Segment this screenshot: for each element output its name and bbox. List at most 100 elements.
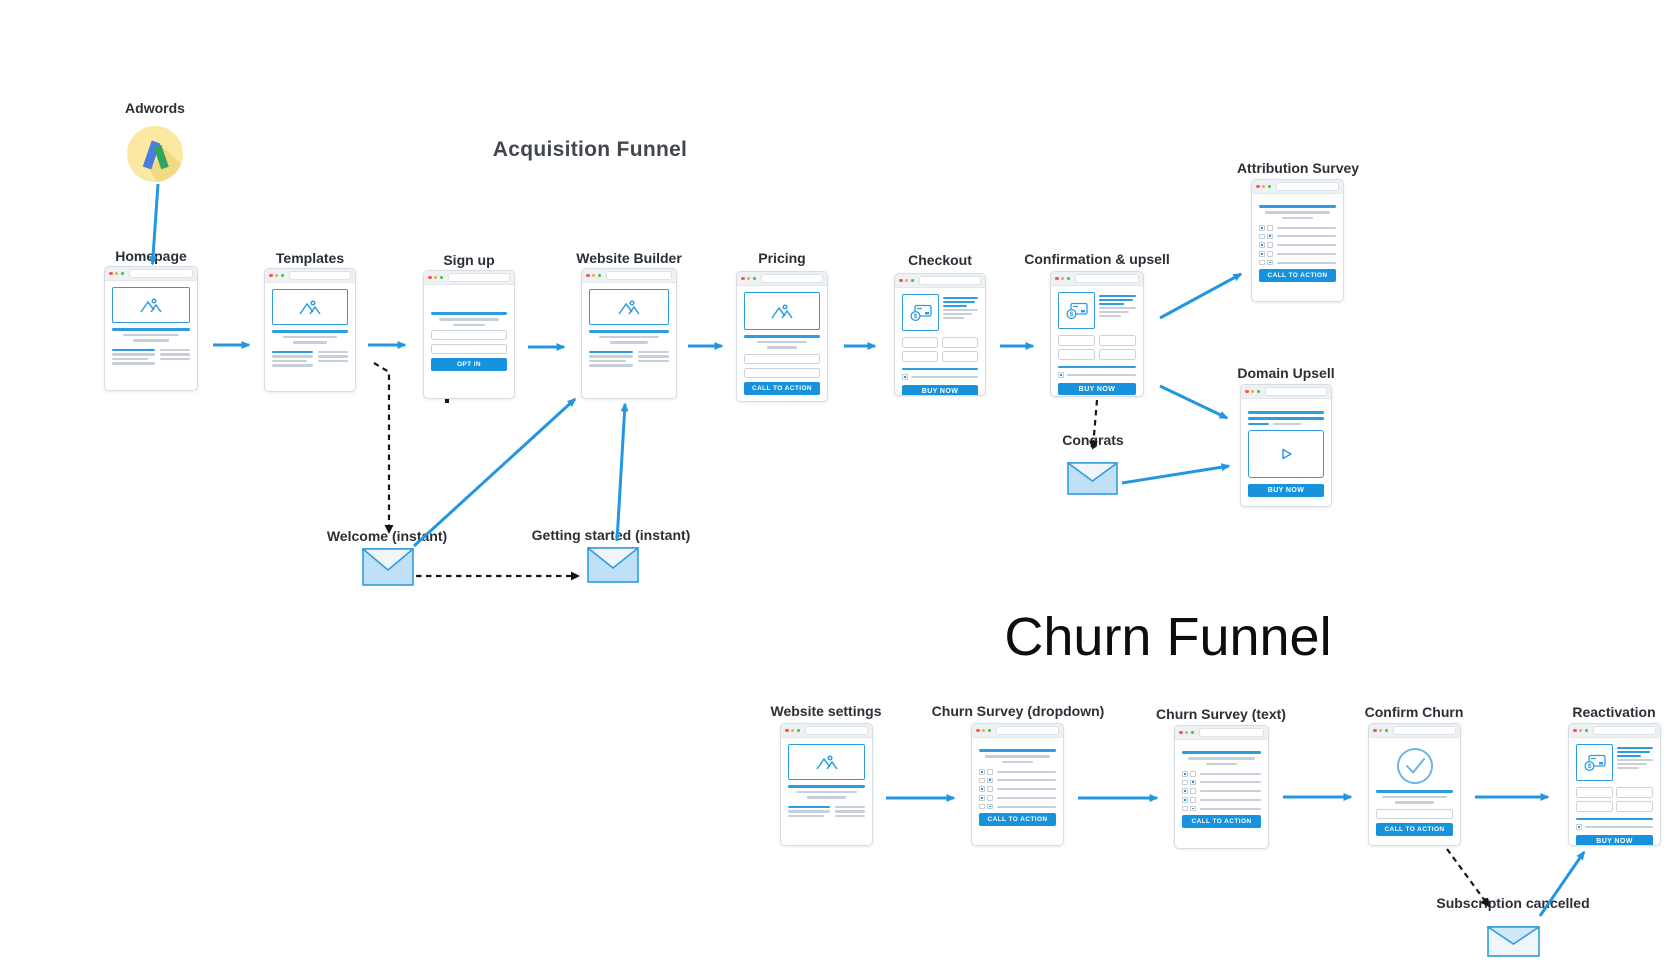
wireframe-line: [112, 353, 155, 356]
wireframe-line: [589, 330, 669, 333]
input-field: [431, 343, 507, 354]
checkbox: [987, 777, 993, 784]
wireframe-line: [997, 788, 1056, 791]
wireframe-line: [1259, 205, 1336, 208]
wireframe-line: [159, 348, 190, 351]
envelope-icon-getting-started[interactable]: [587, 547, 639, 583]
node-churn-survey-text[interactable]: CALL TO ACTION: [1174, 725, 1269, 849]
node-signup[interactable]: OPT IN: [423, 270, 515, 399]
input-field: [744, 353, 820, 364]
wireframe-line: [1200, 790, 1261, 793]
wireframe-line: [835, 805, 865, 808]
wireframe-line: [1395, 801, 1434, 804]
wireframe-line: [1381, 795, 1448, 798]
wireframe-line: [744, 335, 820, 338]
checkbox: [1182, 779, 1188, 786]
url-bar: [996, 726, 1059, 735]
wireframe-line: [609, 341, 649, 344]
url-bar: [1593, 726, 1656, 735]
node-confirm-churn[interactable]: CALL TO ACTION: [1368, 723, 1461, 846]
traffic-light-dot: [1373, 728, 1377, 733]
node-attribution-survey[interactable]: CALL TO ACTION: [1251, 179, 1344, 302]
call-to-action-button: CALL TO ACTION: [1259, 269, 1336, 282]
checkbox: [1576, 824, 1582, 830]
wireframe-line: [439, 318, 499, 321]
traffic-light-dot: [1190, 730, 1195, 735]
input-field: [1576, 801, 1613, 812]
hero-box: [788, 744, 865, 780]
checkbox: [987, 769, 993, 775]
wireframe-line: [910, 375, 978, 378]
checkbox: [1058, 372, 1064, 378]
node-label-domain-upsell: Domain Upsell: [1237, 365, 1335, 381]
browser-chrome: [105, 267, 197, 281]
node-churn-survey-dropdown[interactable]: CALL TO ACTION: [971, 723, 1064, 846]
input-field: [1616, 787, 1653, 798]
browser-chrome: [1241, 385, 1331, 399]
wireframe-line: [1099, 307, 1136, 309]
traffic-light-dot: [269, 273, 273, 278]
node-confirmation-upsell[interactable]: $ BUY NOW: [1050, 271, 1144, 397]
node-checkout[interactable]: $ BUY NOW: [894, 273, 986, 396]
envelope-icon-sub-cancelled[interactable]: [1487, 926, 1540, 957]
checkbox: [1259, 242, 1265, 248]
node-templates[interactable]: [264, 268, 356, 392]
wireframe-line: [1187, 757, 1256, 760]
input-field: [1098, 335, 1136, 346]
browser-chrome: [1369, 724, 1460, 738]
wireframe-line: [835, 814, 865, 817]
wireframe-line: [599, 335, 659, 338]
url-bar: [1199, 728, 1264, 737]
node-website-settings[interactable]: [780, 723, 873, 846]
checkbox: [1190, 779, 1196, 786]
checkbox: [1190, 771, 1196, 777]
wireframe-line: [1277, 226, 1336, 229]
buy-now-button: BUY NOW: [1058, 382, 1136, 395]
browser-chrome: [1175, 726, 1268, 740]
traffic-light-dot: [1261, 184, 1266, 189]
node-website-builder[interactable]: [581, 268, 677, 399]
node-homepage[interactable]: [104, 266, 198, 391]
email-label-congrats: Congrats: [1062, 432, 1124, 448]
wireframe-line: [318, 359, 348, 362]
checkbox: [1182, 805, 1188, 812]
traffic-light-dot: [899, 278, 903, 283]
node-label-reactivation: Reactivation: [1572, 704, 1656, 720]
browser-chrome: [265, 269, 355, 283]
traffic-light-dot: [280, 273, 285, 278]
traffic-light-dot: [439, 275, 444, 280]
buy-now-button: BUY NOW: [1576, 834, 1653, 845]
input-field: [1616, 801, 1653, 812]
wireframe-line: [807, 796, 846, 799]
node-domain-upsell[interactable]: BUY NOW: [1240, 384, 1332, 507]
checkbox: [1182, 771, 1188, 777]
wireframe-line: [1099, 311, 1130, 313]
node-label-signup: Sign up: [443, 252, 495, 268]
wireframe-line: [788, 810, 830, 813]
checkbox: [1259, 259, 1265, 266]
node-label-homepage: Homepage: [115, 248, 187, 264]
input-field: [1576, 787, 1613, 798]
browser-chrome: [895, 274, 985, 288]
traffic-light-dot: [1584, 728, 1589, 733]
browser-chrome: [1569, 724, 1660, 738]
opt-in-button: OPT IN: [431, 358, 507, 371]
input-field: [744, 367, 820, 378]
wireframe-line: [1617, 767, 1639, 769]
node-reactivation[interactable]: $ BUY NOW: [1568, 723, 1661, 846]
input-field: [902, 351, 939, 362]
wireframe-line: [1248, 422, 1270, 425]
wireframe-line: [589, 359, 627, 362]
credit-card-icon: $: [1058, 292, 1095, 329]
url-bar: [1393, 726, 1456, 735]
play-icon: [1282, 448, 1292, 460]
checkbox: [1267, 251, 1273, 257]
hero-box: [744, 292, 820, 330]
checkbox: [902, 374, 908, 380]
wireframe-line: [1205, 762, 1238, 765]
node-pricing[interactable]: CALL TO ACTION: [736, 271, 828, 402]
envelope-icon-welcome[interactable]: [362, 548, 414, 586]
wireframe-line: [943, 297, 978, 299]
envelope-icon-congrats[interactable]: [1067, 462, 1118, 495]
google-adwords-icon[interactable]: [124, 123, 186, 185]
